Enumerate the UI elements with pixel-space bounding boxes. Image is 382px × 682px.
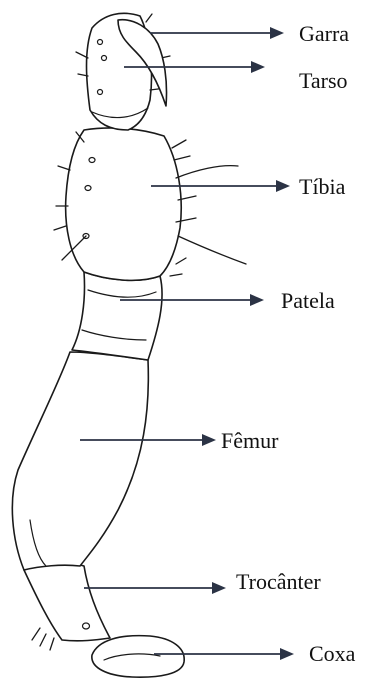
arrowhead-tibia <box>276 180 290 192</box>
arrowhead-tarso <box>251 61 265 73</box>
tibia-segment <box>54 128 246 280</box>
label-coxa: Coxa <box>309 641 356 666</box>
femur-segment <box>12 352 148 570</box>
label-patela: Patela <box>281 288 335 313</box>
label-trocanter-group: Trocânter <box>84 569 321 594</box>
arrowhead-trocanter <box>212 582 226 594</box>
label-tibia: Tíbia <box>299 174 346 199</box>
label-trocanter: Trocânter <box>236 569 321 594</box>
arrowhead-coxa <box>280 648 294 660</box>
patela-segment <box>72 272 162 360</box>
trocanter-segment <box>24 563 110 650</box>
arrowhead-garra <box>270 27 284 39</box>
arrowhead-femur <box>202 434 216 446</box>
label-garra-group: Garra <box>150 21 349 46</box>
label-femur: Fêmur <box>221 428 279 453</box>
coxa-segment <box>92 636 184 678</box>
arrowhead-patela <box>250 294 264 306</box>
label-garra: Garra <box>299 21 349 46</box>
label-tarso: Tarso <box>299 68 348 93</box>
